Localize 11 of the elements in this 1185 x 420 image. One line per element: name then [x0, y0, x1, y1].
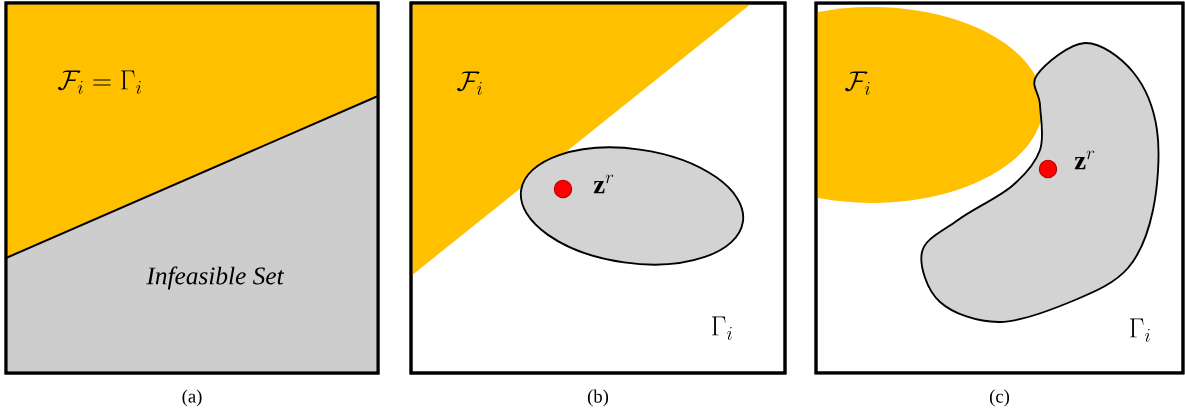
- set-label: $\Gamma_i$: [711, 316, 732, 340]
- panel-caption: (c): [989, 389, 1010, 407]
- region-label: $\mathcal{F}_i$: [845, 71, 870, 95]
- panel-caption: (a): [182, 389, 202, 407]
- panel-caption: (b): [587, 389, 609, 407]
- region-label: $\mathcal{F}_i = \Gamma_i$: [57, 70, 141, 94]
- region-label: Infeasible Set: [146, 266, 285, 290]
- region-label: $\mathcal{F}_i$: [457, 71, 482, 95]
- region-label: $\mathbf{z}^r$: [1074, 150, 1095, 170]
- region-label: $\mathbf{z}^r$: [593, 174, 614, 194]
- set-label: $\Gamma_i$: [1129, 318, 1150, 342]
